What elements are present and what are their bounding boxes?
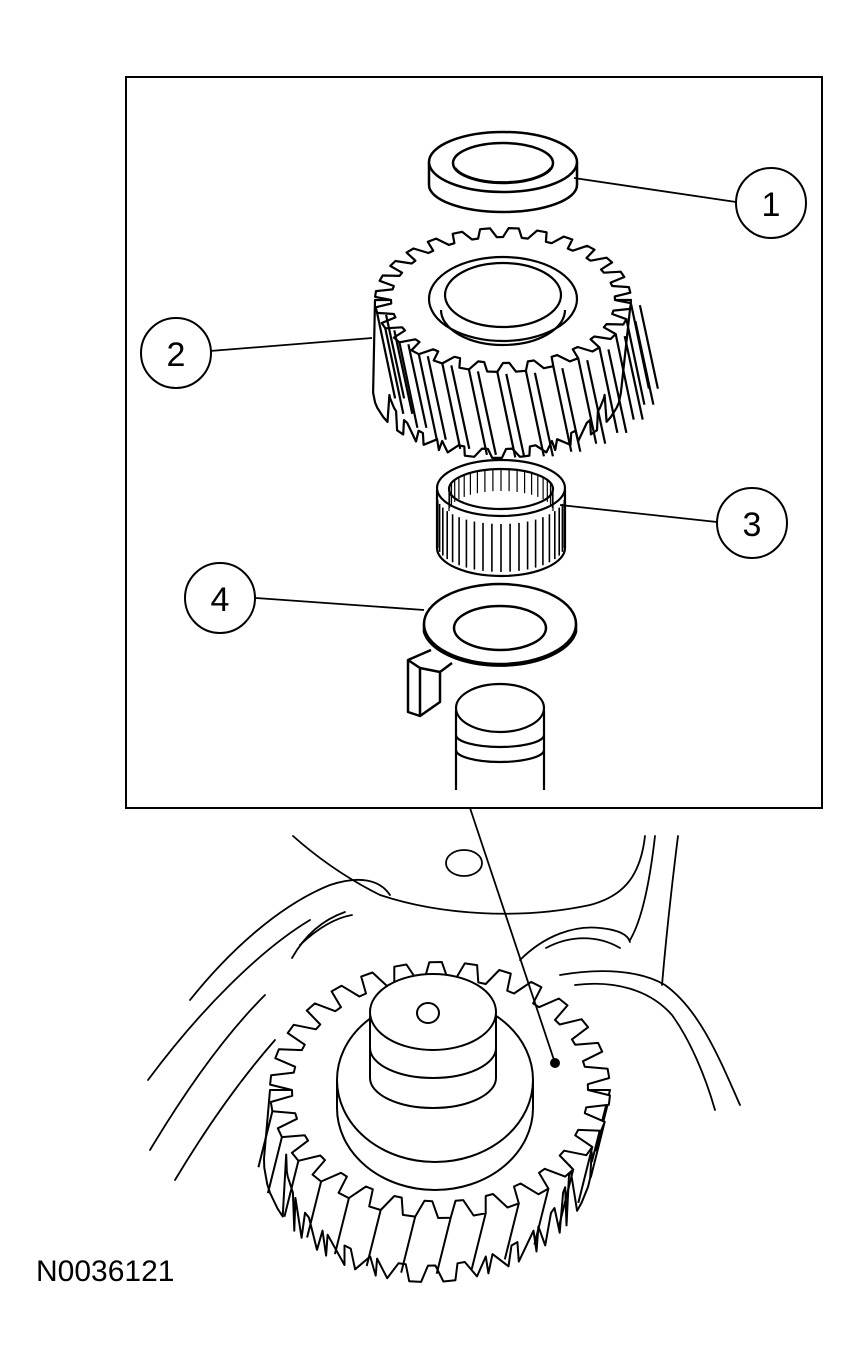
gear-tooth-edge — [257, 1111, 274, 1168]
transmission-housing — [147, 835, 741, 1181]
callout-number-4: 4 — [211, 581, 230, 619]
gear-tooth-edge — [365, 1209, 382, 1267]
gear-tooth-edge — [533, 372, 554, 457]
detail-inset-frame — [125, 76, 823, 809]
callout-number-2: 2 — [167, 336, 186, 374]
gear-tooth-edge — [400, 1216, 417, 1273]
gear-tooth-edge — [417, 353, 438, 440]
leader-line-4 — [255, 597, 425, 611]
callout-4: 4 — [184, 562, 425, 634]
gear-tooth-edge — [476, 371, 497, 456]
gear-tooth-edge — [283, 1160, 300, 1218]
gear-tooth-edge — [577, 1146, 594, 1204]
gear-tooth-edge — [607, 349, 628, 434]
callout-2: 2 — [140, 317, 373, 389]
gear-tooth-edge — [435, 1217, 452, 1274]
gear-tooth-edge — [638, 304, 659, 389]
gear-tooth-edge — [385, 314, 406, 399]
gear-tooth-edge — [598, 347, 619, 434]
part-2-helical-gear — [372, 227, 659, 459]
gear-tooth-edge — [503, 1203, 520, 1260]
leader-line-1 — [573, 177, 737, 203]
callout-circle-2 — [140, 317, 212, 389]
callout-circle-4 — [184, 562, 256, 634]
callout-circle-3 — [716, 487, 788, 559]
part-3-needle-bearing — [435, 458, 567, 578]
shaft-end — [454, 682, 546, 790]
gear-tooth-edge — [634, 320, 655, 405]
gear-tooth-edge — [426, 355, 447, 440]
gear-tooth-edge — [623, 335, 644, 420]
gear-tooth-edge — [589, 1121, 606, 1179]
part-1-thrust-washer — [427, 130, 579, 214]
gear-tooth-edge — [393, 330, 414, 415]
gear-tooth-edge — [376, 312, 397, 399]
gear-tooth-edge — [552, 365, 573, 452]
installed-gear — [257, 961, 611, 1283]
gear-tooth-edge — [450, 365, 471, 450]
location-pointer — [469, 807, 560, 1068]
gear-tooth-edge — [533, 1188, 550, 1245]
gear-tooth-edge — [496, 371, 517, 458]
location-dot — [550, 1058, 560, 1068]
gear-tooth-edge — [577, 357, 598, 444]
gear-tooth-edge — [524, 370, 545, 457]
gear-tooth-edge — [441, 363, 462, 450]
gear-tooth-edge — [306, 1181, 323, 1238]
gear-tooth-edge — [470, 1213, 487, 1270]
gear-tooth-edge — [505, 373, 526, 458]
figure-id: N0036121 — [36, 1255, 174, 1288]
part-4-tabbed-washer — [406, 582, 578, 718]
gear-tooth-edge — [384, 328, 405, 415]
callout-number-1: 1 — [762, 186, 781, 224]
callout-number-3: 3 — [743, 506, 762, 544]
gear-tooth-edge — [407, 344, 428, 429]
callout-3: 3 — [559, 487, 788, 559]
leader-line-3 — [559, 504, 718, 523]
gear-tooth-edge — [561, 367, 582, 452]
gear-tooth-edge — [467, 369, 488, 456]
gear-tooth-edge — [333, 1197, 350, 1255]
gear-tooth-edge — [625, 318, 646, 405]
gear-tooth-edge — [558, 1169, 575, 1226]
gear-tooth-edge — [614, 333, 635, 420]
gear-tooth-edge — [398, 342, 419, 429]
gear-tooth-edge — [266, 1136, 283, 1194]
gear-tooth-edge — [586, 359, 607, 444]
leader-line-2 — [209, 337, 373, 352]
callout-circle-1 — [735, 167, 807, 239]
callout-1: 1 — [573, 167, 807, 239]
